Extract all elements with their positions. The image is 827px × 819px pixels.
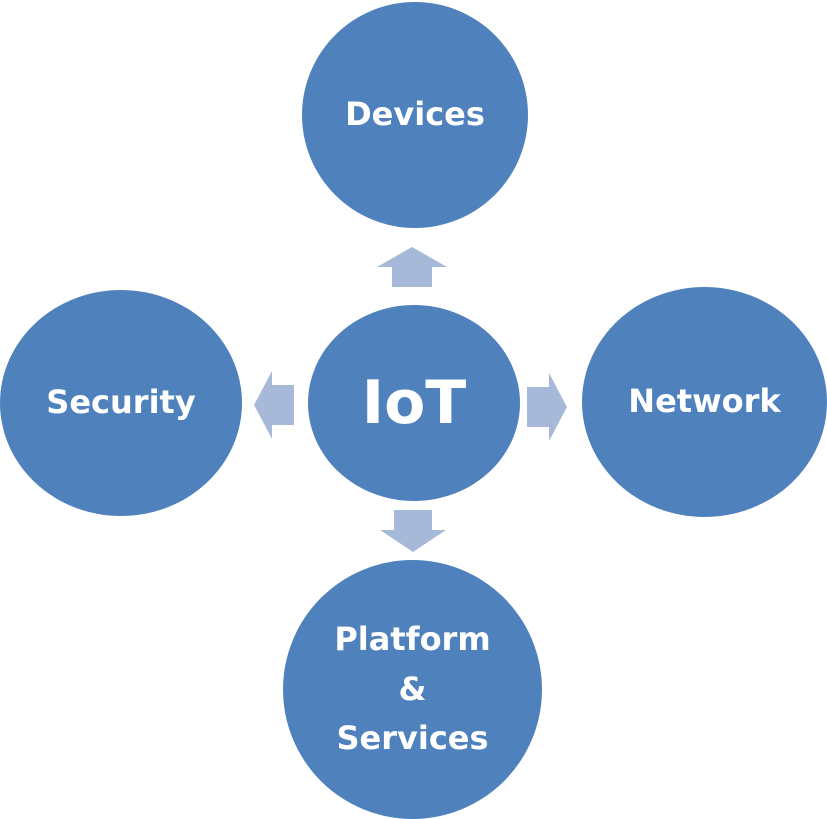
node-network: Network: [582, 287, 827, 517]
arrow-up-icon: [377, 247, 447, 287]
node-security: Security: [0, 290, 242, 516]
node-security-label: Security: [46, 383, 196, 422]
node-platform-services-label: Platform & Services: [334, 620, 491, 758]
node-platform-services: Platform & Services: [283, 560, 542, 819]
node-devices-label: Devices: [345, 95, 485, 134]
arrow-left-icon: [254, 371, 294, 439]
arrow-down-icon: [380, 510, 446, 552]
node-devices: Devices: [302, 2, 528, 228]
arrow-right-icon: [527, 373, 567, 441]
node-iot-center: IoT: [308, 305, 520, 501]
node-iot-center-label: IoT: [361, 367, 467, 438]
node-network-label: Network: [628, 382, 781, 421]
